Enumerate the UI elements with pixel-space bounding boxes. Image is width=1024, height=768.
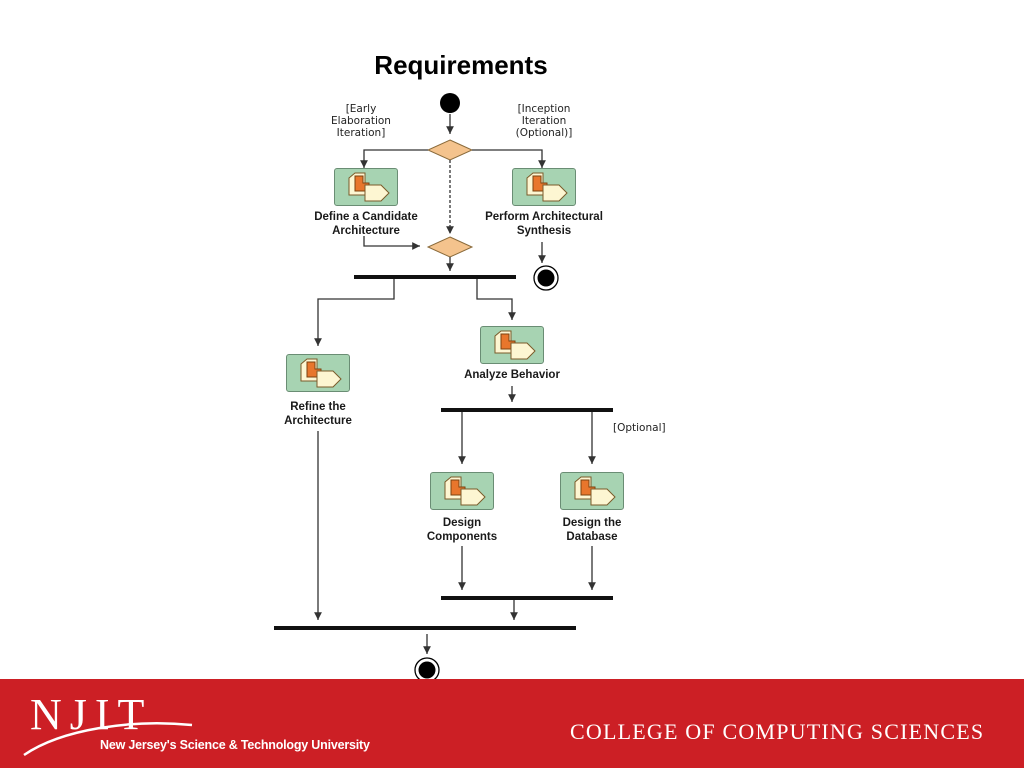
activity-analyze-behavior: Analyze Behavior [432,326,592,382]
activity-icon [560,472,624,510]
activity-icon [512,168,576,206]
guard-optional: [Optional] [613,422,666,434]
njit-logo: NJIT New Jersey's Science & Technology U… [22,689,372,759]
diagram-connectors [274,93,613,682]
fork-bar [441,408,613,412]
logo-wordmark: NJIT [30,690,153,739]
activity-diagram: [Early Elaboration Iteration] [Inception… [274,88,700,682]
college-name: COLLEGE OF COMPUTING SCIENCES [570,719,985,744]
merge-node [426,236,474,258]
activity-design-components: Design Components [382,472,542,544]
join-bar [274,626,576,630]
logo-swoosh-icon [23,722,193,757]
activity-perform-architectural-synthesis: Perform Architectural Synthesis [464,168,624,238]
activity-icon [480,326,544,364]
initial-node [440,93,460,113]
activity-label: Refine the Architecture [284,401,352,427]
activity-refine-the-architecture: Refine the Architecture [238,354,398,428]
join-bar [441,596,613,600]
fork-bar [354,275,516,279]
decision-node [426,139,474,161]
activity-design-the-database: Design the Database [512,472,672,544]
activity-icon [286,354,350,392]
guard-inception-iteration: [Inception Iteration (Optional)] [515,103,573,139]
activity-label: Analyze Behavior [464,369,560,381]
activity-label: Design the Database [562,517,622,543]
activity-label: Define a Candidate Architecture [314,211,418,237]
slide-title: Requirements [374,50,548,80]
logo-tagline: New Jersey's Science & Technology Univer… [100,738,370,752]
activity-label: Perform Architectural Synthesis [485,211,603,237]
guard-early-elaboration: [Early Elaboration Iteration] [331,103,391,139]
activity-icon [334,168,398,206]
activity-icon [430,472,494,510]
activity-label: Design Components [426,517,498,543]
activity-define-candidate-architecture: Define a Candidate Architecture [286,168,446,238]
footer-banner: NJIT New Jersey's Science & Technology U… [0,679,1024,768]
